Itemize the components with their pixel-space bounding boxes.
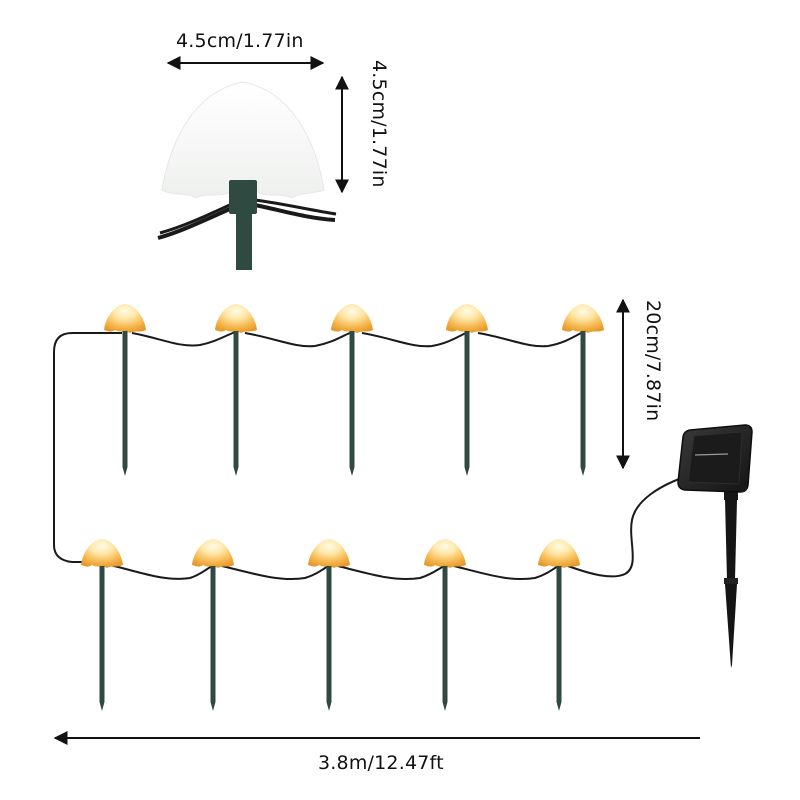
detail-lamp bbox=[157, 81, 337, 270]
solar-panel bbox=[677, 424, 753, 668]
lamps-bottom-row bbox=[81, 539, 580, 711]
stake-height-label: 20cm/7.87in bbox=[642, 300, 664, 422]
string-cable bbox=[53, 331, 691, 581]
lamps-top-row bbox=[104, 304, 604, 476]
cap-height-label: 4.5cm/1.77in bbox=[368, 60, 390, 188]
total-length-label: 3.8m/12.47ft bbox=[318, 752, 444, 774]
cap-width-label: 4.5cm/1.77in bbox=[176, 30, 304, 52]
